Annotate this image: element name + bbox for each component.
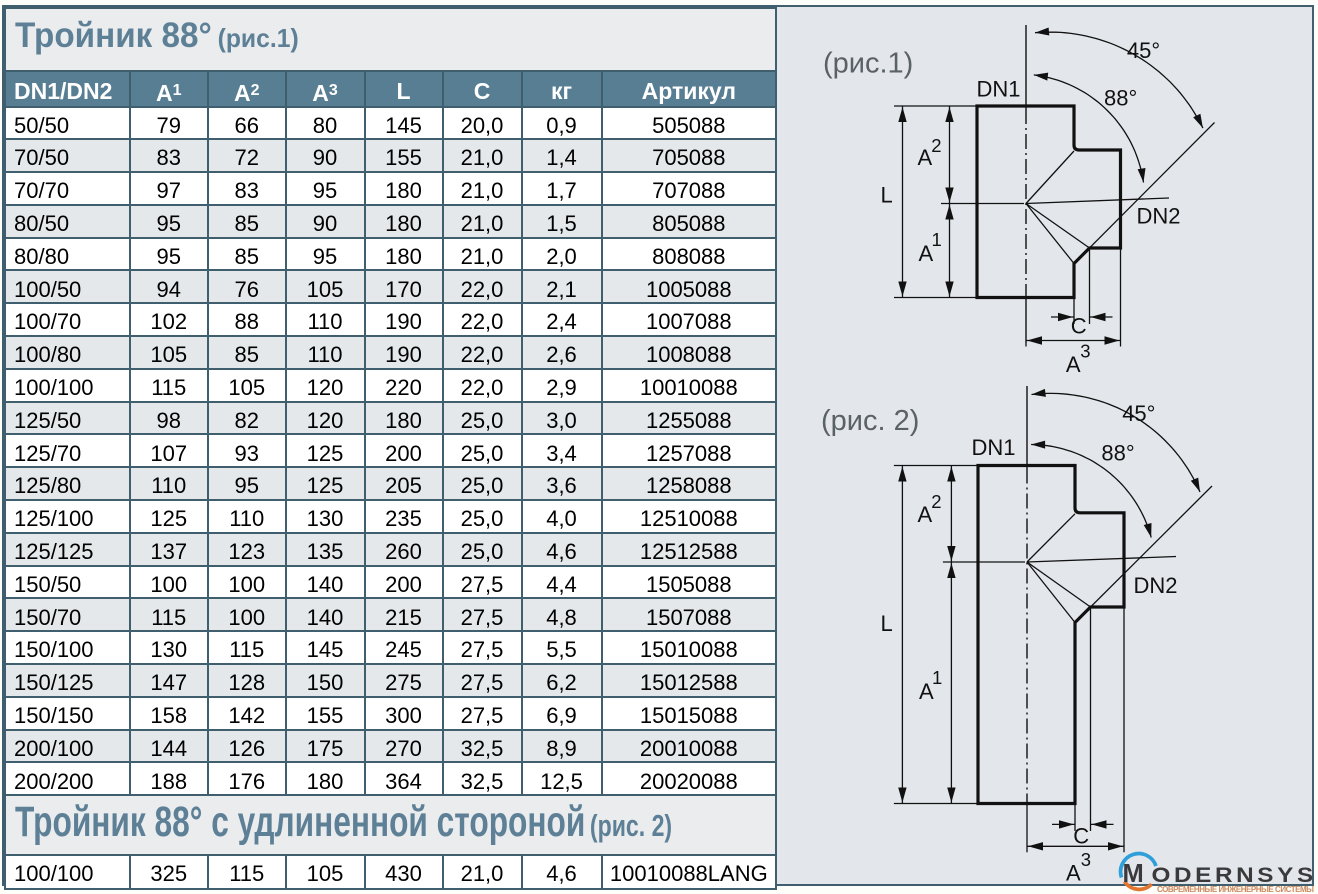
svg-text:СОВРЕМЕННЫЕ ИНЖЕНЕРНЫЕ СИСТЕМЫ: СОВРЕМЕННЫЕ ИНЖЕНЕРНЫЕ СИСТЕМЫ [1157, 885, 1314, 894]
